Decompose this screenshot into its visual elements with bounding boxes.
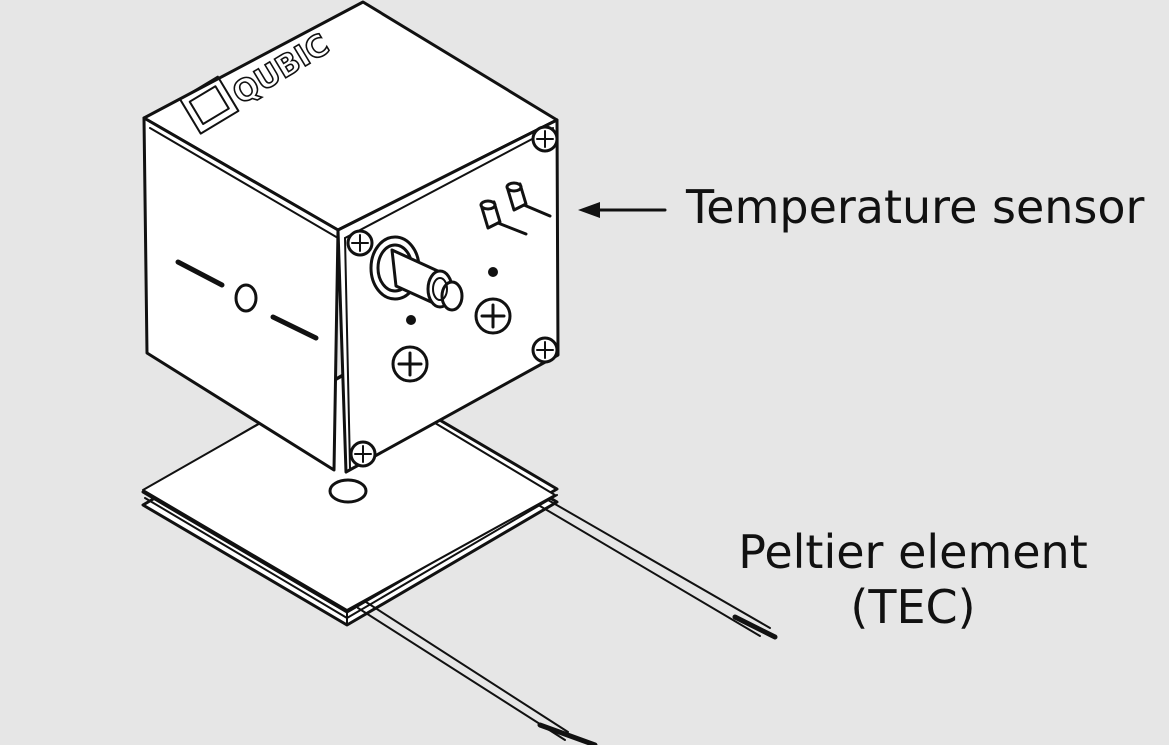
peltier-element-label: Peltier element (TEC) xyxy=(722,525,1104,635)
peltier-wire-2 xyxy=(539,499,778,640)
connector-icon xyxy=(369,235,464,312)
beam-aperture xyxy=(175,259,319,341)
peltier-element xyxy=(141,367,778,745)
screw-icon xyxy=(391,345,429,383)
temperature-sensor-label: Temperature sensor xyxy=(686,180,1145,234)
cube-device: QUBIC xyxy=(142,0,560,474)
screw-icon xyxy=(474,297,512,335)
screw-icon xyxy=(531,336,559,364)
peltier-wire-1 xyxy=(357,601,598,745)
screw-icon xyxy=(346,229,374,257)
mounting-hole xyxy=(328,478,368,504)
arrow-left-icon xyxy=(578,202,667,218)
peltier-element-label-line1: Peltier element xyxy=(738,525,1088,579)
screw-icon xyxy=(531,125,559,153)
peltier-element-label-line2: (TEC) xyxy=(850,580,976,634)
temperature-sensor-pins xyxy=(479,181,552,236)
screw-icon xyxy=(349,440,377,468)
